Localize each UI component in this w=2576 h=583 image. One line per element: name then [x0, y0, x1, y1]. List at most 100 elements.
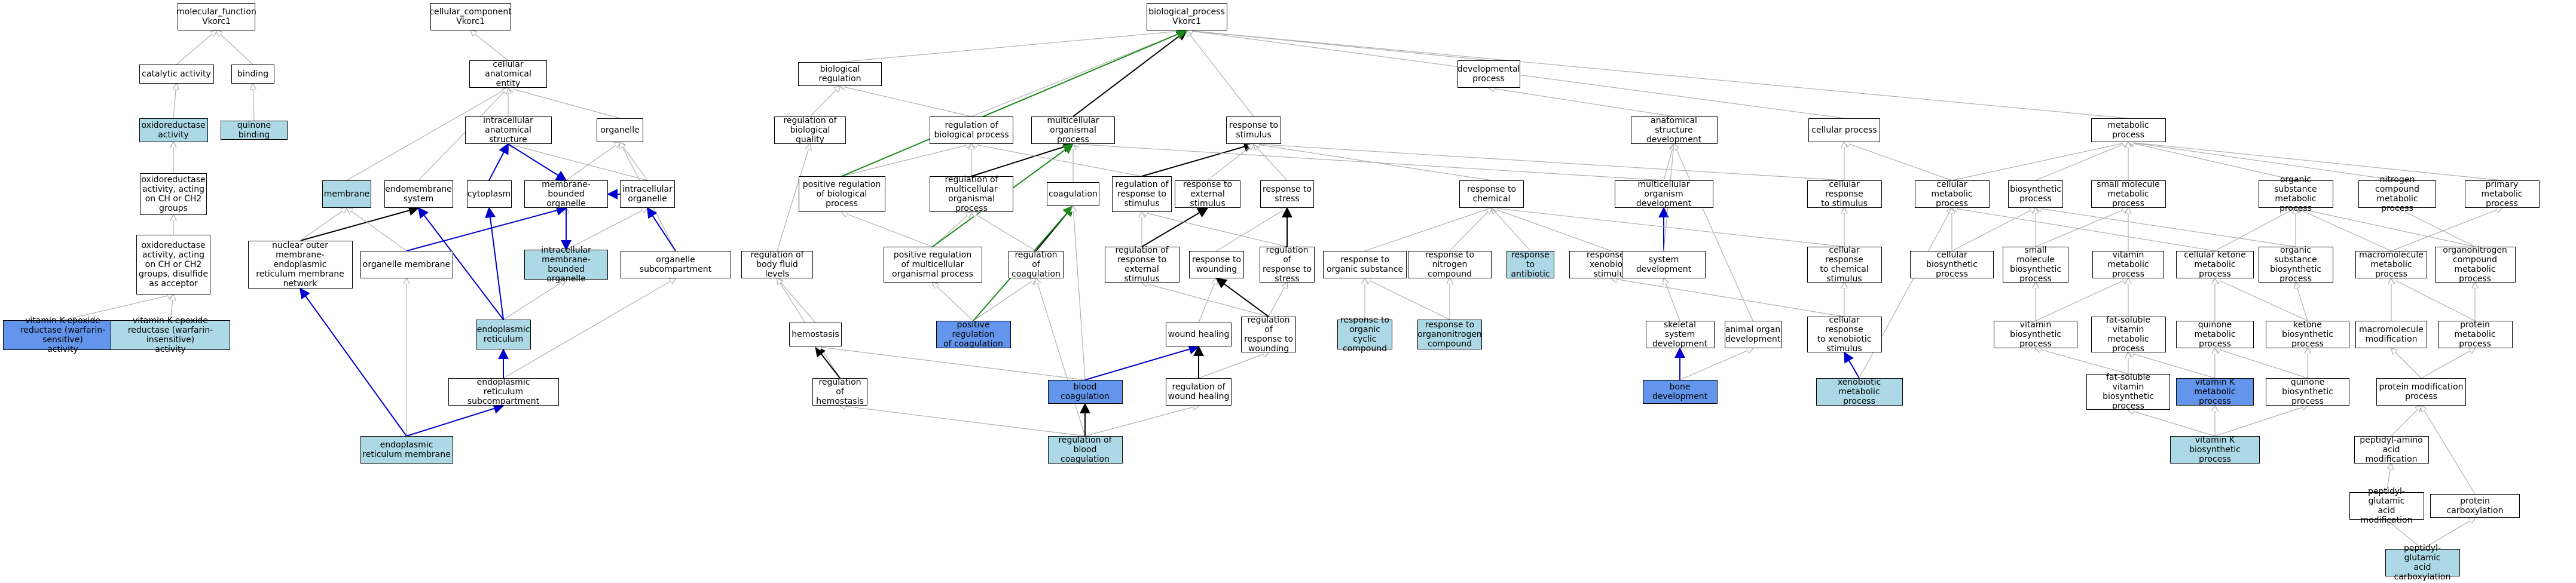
node-prbp: positive regulation of biological proces… [798, 176, 885, 212]
node-bios: biosynthetic process [2008, 180, 2063, 208]
node-rtst: response to stress [1260, 180, 1314, 208]
edge-kbios-to-ckmp [2215, 278, 2308, 321]
edge-rrs-to-rts [1141, 141, 1255, 177]
edge-quin-to-bind [253, 84, 254, 121]
edge-nuc-to-endo [300, 205, 420, 241]
edge-rtonc-to-rtos [1365, 278, 1450, 320]
edge-metab-to-bp [1187, 30, 2129, 119]
node-cbios: cellular biosynthetic process [1910, 250, 1994, 279]
node-protmp: protein metabolic process [2437, 320, 2513, 349]
node-pmp: primary metabolic process [2464, 180, 2540, 208]
node-mf: molecular_function Vkorc1 [176, 3, 256, 30]
edge-imbo-to-io [566, 208, 647, 250]
node-rtes: response to external stimulus [1175, 180, 1240, 208]
node-coag: coagulation [1047, 182, 1099, 206]
edge-prmop-to-rmop [932, 212, 971, 247]
edge-rcoag-to-rmop [971, 212, 1037, 251]
edge-pgacarb-to-pcarb [2422, 518, 2475, 550]
edge-ckmp-to-cmp [1952, 208, 2216, 251]
edge-rts-to-bp [1187, 30, 1254, 117]
node-pcarb: protein carboxylation [2430, 494, 2520, 518]
edge-rbp-to-breg [840, 86, 972, 117]
node-org: organelle [597, 118, 643, 142]
edge-kbios-to-osbp [2296, 283, 2308, 321]
node-rres: regulation of response to external stimu… [1104, 246, 1179, 284]
edge-bios-to-metab [2035, 142, 2128, 181]
node-smm: small molecule metabolic process [2091, 180, 2166, 208]
edge-xeno-to-crtx [1844, 351, 1860, 379]
edge-prbp-to-rbp [841, 144, 971, 177]
edge-endo-to-cae [418, 88, 508, 181]
node-io: intracellular organelle [620, 180, 675, 208]
edge-vkmp-to-fsvmp [2128, 352, 2216, 379]
node-orgsub: organelle subcompartment [620, 251, 731, 278]
edge-rtos-to-rtc [1364, 208, 1492, 251]
node-skel: skeletal system development [1645, 320, 1715, 349]
node-asd: anatomical structure development [1630, 116, 1718, 145]
edge-qbios-to-qmp [2215, 348, 2308, 379]
edge-rbp-to-bp [971, 30, 1187, 117]
edge-rrst-to-rrs [1142, 212, 1288, 247]
node-ermem: endoplasmic reticulum membrane [360, 436, 453, 464]
node-ersub: endoplasmic reticulum subcompartment [448, 378, 559, 406]
edge-rbcoag-to-rhemo [840, 406, 1086, 437]
node-rtc: response to chemical [1459, 180, 1524, 208]
edge-org-to-cae [508, 88, 621, 119]
node-ocmp: organonitrogen compound metabolic proces… [2434, 246, 2516, 284]
node-rtnc: response to nitrogen compound [1408, 250, 1492, 279]
node-rtw: response to wounding [1189, 251, 1244, 278]
node-vkmp: vitamin K metabolic process [2176, 378, 2254, 406]
edge-vkws-to-oxdis [62, 294, 173, 321]
node-er: endoplasmic reticulum [476, 320, 531, 349]
node-oxdis: oxidoreductase activity, acting on CH or… [136, 235, 210, 294]
node-vkwi: vitamin-K-epoxide reductase (warfarin-in… [111, 316, 230, 354]
edge-prbp-to-bp [841, 29, 1188, 177]
node-mbo: membrane-bounded organelle [524, 180, 608, 208]
edge-rtnc-to-rtc [1449, 208, 1492, 251]
edge-rwh-to-rrw [1198, 352, 1269, 379]
edge-mbo-to-org [566, 142, 620, 181]
node-bcoag: blood coagulation [1047, 380, 1123, 404]
node-mod: multicellular organism development [1614, 180, 1713, 208]
edge-hemo-to-rbfl [777, 278, 816, 323]
node-cmp: cellular metabolic process [1914, 180, 1990, 208]
edge-osmp-to-metab [2128, 142, 2296, 181]
edge-bcoag-to-coag [1073, 206, 1086, 381]
edge-orgmem-to-mbo [406, 205, 567, 251]
node-bone: bone development [1642, 380, 1718, 404]
edge-asd-to-dev [1489, 88, 1674, 117]
edge-ckmp-to-osmp [2214, 208, 2296, 251]
node-kbios: ketone biosynthetic process [2266, 320, 2349, 349]
node-imbo: intracellular membrane-bounded organelle [524, 246, 608, 284]
node-prmop: positive regulation of multicellular org… [883, 247, 982, 283]
edge-breg-to-bp [839, 30, 1187, 63]
node-vkbios: vitamin K biosynthetic process [2170, 435, 2260, 464]
edge-protmp-to-mmp [2391, 278, 2476, 321]
node-cae: cellular anatomical entity [469, 60, 547, 88]
edge-rhemo-to-hemo [814, 345, 841, 379]
edge-io-to-org [620, 142, 648, 181]
node-rcoag: regulation of coagulation [1009, 250, 1064, 279]
node-rbq: regulation of biological quality [774, 116, 846, 145]
node-cyto: cytoplasm [466, 180, 512, 208]
node-crtx: cellular response to xenobiotic stimulus [1807, 315, 1882, 354]
node-vbios: vitamin biosynthetic process [1994, 320, 2077, 349]
edge-pmp-to-metab [2128, 142, 2502, 181]
node-fsvbios: fat-soluble vitamin biosynthetic process [2086, 373, 2170, 411]
edge-rtst-to-rts [1254, 144, 1288, 181]
edge-smbios-to-smm [2035, 208, 2128, 247]
edge-rrs-to-rbp [971, 144, 1142, 177]
node-rbp: regulation of biological process [930, 116, 1013, 144]
edge-mod-to-mop [1073, 144, 1664, 181]
node-ncmp: nitrogen compound metabolic process [2358, 175, 2436, 213]
edge-skel-to-sysdev [1664, 278, 1680, 321]
edge-rbcoag-to-rcoag [1036, 278, 1086, 437]
edge-cbios-to-bios [1951, 208, 2036, 251]
node-oxred: oxidoreductase activity [139, 118, 208, 142]
edge-bind-to-mf [216, 30, 253, 65]
edge-nuc-to-mem [300, 208, 347, 241]
node-vkws: vitamin-K-epoxide reductase (warfarin-se… [3, 316, 123, 354]
edge-rtxs-to-rtc [1492, 208, 1612, 251]
edge-rtes-to-rts [1207, 144, 1254, 181]
